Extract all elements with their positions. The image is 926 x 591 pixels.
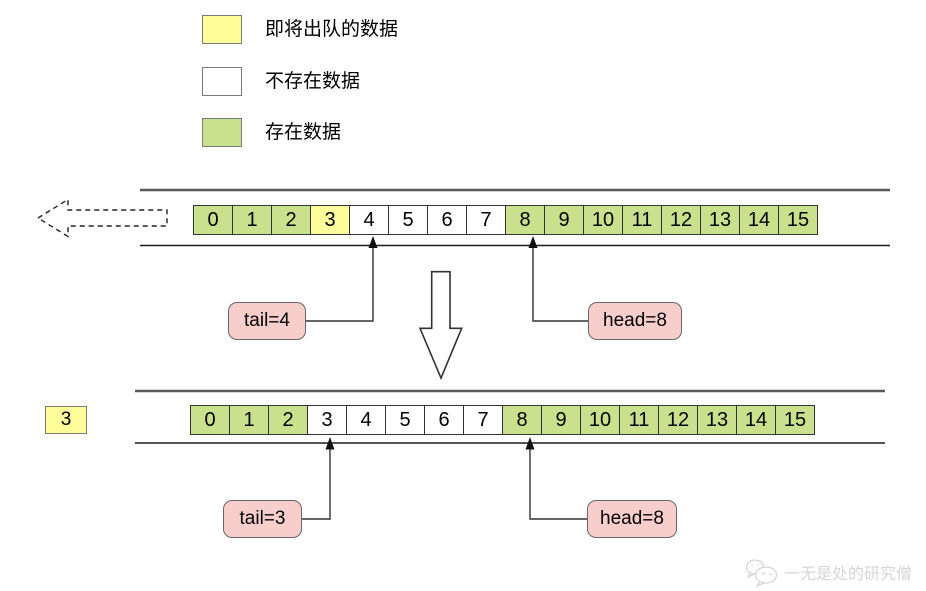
queue-cell-5: 5 [388, 205, 428, 235]
queue-cell-6: 6 [424, 405, 464, 435]
legend-label-filled: 存在数据 [265, 122, 342, 143]
transition-down-arrow-icon [418, 270, 463, 381]
tail-pointer-label-after: tail=3 [223, 500, 302, 538]
queue-cell-9: 9 [541, 405, 581, 435]
queue-cell-2: 2 [271, 205, 311, 235]
tail3-connector [302, 437, 335, 520]
queue-cell-9: 9 [544, 205, 584, 235]
legend-item-empty: 不存在数据 [202, 67, 360, 96]
legend-swatch-empty [202, 67, 242, 96]
legend-label-empty: 不存在数据 [265, 71, 361, 92]
legend-label-dequeuing: 即将出队的数据 [265, 19, 399, 40]
legend-item-dequeuing: 即将出队的数据 [202, 15, 398, 44]
queue-cell-14: 14 [736, 405, 776, 435]
queue-cell-12: 12 [661, 205, 701, 235]
queue-cell-11: 11 [619, 405, 659, 435]
watermark: 一无是处的研究僧 [744, 560, 912, 584]
queue-cell-0: 0 [190, 405, 230, 435]
queue-cell-11: 11 [622, 205, 662, 235]
queue-cell-0: 0 [193, 205, 233, 235]
queue-cell-8: 8 [505, 205, 545, 235]
queue-cell-15: 15 [775, 405, 815, 435]
queue-cell-7: 7 [466, 205, 506, 235]
queue-cell-1: 1 [229, 405, 269, 435]
dequeue-direction-arrow-icon [36, 198, 168, 238]
queue-cell-7: 7 [463, 405, 503, 435]
queue-cell-4: 4 [349, 205, 389, 235]
tail-pointer-label-before: tail=4 [228, 302, 306, 340]
chat-bubbles-watermark-icon [745, 559, 778, 588]
head-pointer-label-before: head=8 [588, 302, 682, 340]
queue-cell-13: 13 [697, 405, 737, 435]
dequeued-value-box: 3 [45, 406, 87, 434]
legend-item-filled: 存在数据 [202, 118, 341, 147]
watermark-text: 一无是处的研究僧 [784, 566, 913, 583]
queue-cell-14: 14 [739, 205, 779, 235]
queue-cell-4: 4 [346, 405, 386, 435]
queue-cell-1: 1 [232, 205, 272, 235]
queue-cell-5: 5 [385, 405, 425, 435]
queue-before-rails [140, 188, 890, 247]
head-pointer-label-after: head=8 [587, 500, 677, 538]
queue-cell-2: 2 [268, 405, 308, 435]
queue-cell-3: 3 [307, 405, 347, 435]
queue-cell-10: 10 [580, 405, 620, 435]
queue-cell-10: 10 [583, 205, 623, 235]
queue-cell-12: 12 [658, 405, 698, 435]
queue-after-rails [135, 389, 885, 444]
head8-connector-after [525, 437, 587, 520]
queue-cell-13: 13 [700, 205, 740, 235]
queue-cell-8: 8 [502, 405, 542, 435]
legend-swatch-filled [202, 118, 242, 147]
queue-cell-3: 3 [310, 205, 350, 235]
head8-connector-before [528, 236, 588, 322]
queue-cell-15: 15 [778, 205, 818, 235]
queue-cell-6: 6 [427, 205, 467, 235]
legend-swatch-dequeuing [202, 15, 242, 44]
tail4-connector [305, 236, 378, 322]
